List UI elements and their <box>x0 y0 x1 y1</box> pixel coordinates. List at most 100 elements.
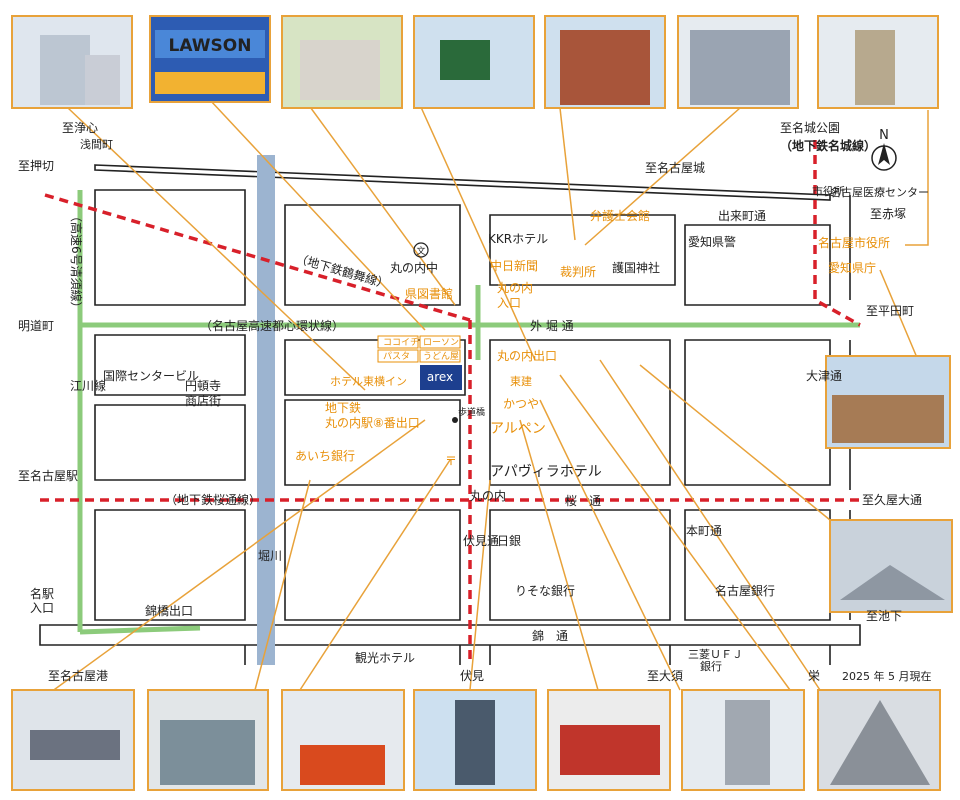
place-endoji: 円頓寺 <box>185 379 221 393</box>
place-arex: arex <box>427 370 453 384</box>
label-honmachi: 本町通 <box>686 524 722 538</box>
photo-chunichi[interactable] <box>829 519 953 613</box>
label-meidocho: 明道町 <box>18 319 54 333</box>
photo-katsuya[interactable] <box>547 689 671 791</box>
photo-fushimi-street[interactable] <box>817 689 941 791</box>
edge-labels: 至浄心 至押切 明道町 至名古屋駅 至名古屋港 至名城公園 至名古屋城 至赤塚 … <box>18 120 931 683</box>
photo-nichigin[interactable] <box>413 689 537 791</box>
photo-hotel-building[interactable] <box>11 15 133 109</box>
place-saibansho: 裁判所 <box>560 265 596 279</box>
photo-meieki-exit[interactable] <box>11 689 135 791</box>
label-sengencho: 浅間町 <box>80 138 113 151</box>
place-pref-office: 愛知県庁 <box>828 261 876 275</box>
photo-post-office[interactable] <box>281 689 405 791</box>
compass-label: N <box>879 128 889 143</box>
road-labels: （地下鉄鶴舞線） （地下鉄桜通線） （地下鉄名城線） （高速6号清須線） （名古… <box>69 138 876 643</box>
label-sotobori: 外 堀 通 <box>530 318 574 333</box>
place-kanko-hotel: 観光ホテル <box>355 651 415 665</box>
place-coco: ココイチ <box>383 337 419 348</box>
place-medical: 名古屋医療センター <box>830 185 929 199</box>
label-nishiki: 錦 通 <box>532 628 568 643</box>
label-sakuradori-line: （地下鉄桜通線） <box>165 492 261 507</box>
side-photos <box>825 355 953 613</box>
place-kinkyobashi: 錦橋出口 <box>145 603 193 618</box>
place-post: 〒 <box>445 454 457 468</box>
photo-arupen[interactable] <box>681 689 805 791</box>
photo-aichi-bank[interactable] <box>147 689 269 791</box>
photo-sign[interactable] <box>413 15 535 109</box>
place-apa: アパヴィラホテル <box>490 463 602 480</box>
place-kkr: KKRホテル <box>488 232 548 246</box>
label-horikawa: 堀川 <box>258 548 282 563</box>
place-gokoku: 護国神社 <box>612 260 660 275</box>
place-katsuya: かつや <box>503 397 539 411</box>
place-aichi-bank: あいち銀行 <box>295 449 355 463</box>
place-exit1: 丸の内 <box>497 281 533 295</box>
label-egawa: 江川線 <box>70 378 106 393</box>
label-ikeshita: 至池下 <box>866 609 902 623</box>
label-meiko: 至名古屋港 <box>48 668 108 683</box>
label-sakae: 栄 <box>808 669 820 683</box>
photo-police[interactable] <box>677 15 799 109</box>
photo-school[interactable] <box>281 15 403 109</box>
place-mufg2: 銀行 <box>700 659 722 673</box>
label-otsu: 大津通 <box>806 369 842 383</box>
place-subway-exit1: 地下鉄 <box>325 400 361 415</box>
place-arupen: アルペン <box>490 421 546 437</box>
arex-building[interactable] <box>420 365 462 390</box>
photo-lawson[interactable]: LAWSON <box>149 15 271 103</box>
place-meieki-exit1: 名駅 <box>30 586 54 601</box>
photo-pref-office[interactable] <box>825 355 951 449</box>
label-kokusai: 国際センタービル <box>103 369 199 383</box>
place-city-hall: 名古屋市役所 <box>818 235 890 250</box>
place-marunouchi-out: 丸の内出口 <box>497 349 557 363</box>
place-labels: 文 丸の内中 KKRホテル 県図書館 中日新聞 丸の内 入口 弁護士会館 裁判所… <box>30 185 929 673</box>
label-sakura: 桜 通 <box>565 494 601 508</box>
label-nagoya-castle: 至名古屋城 <box>645 160 705 175</box>
place-subway-exit2: 丸の内駅⑧番出口 <box>325 416 420 430</box>
place-hotel-toyoko: ホテル東横イン <box>330 374 407 388</box>
label-marunouchi-road: 丸の内 <box>470 489 506 503</box>
label-akatsuka: 至赤塚 <box>870 207 906 221</box>
place-nagoya-bank: 名古屋銀行 <box>715 583 775 598</box>
label-hirata: 至平田町 <box>866 304 914 318</box>
place-nichigin: 日銀 <box>497 534 521 548</box>
photo-thumbnails: LAWSON <box>11 15 939 109</box>
place-meieki-exit2: 入口 <box>30 601 54 615</box>
place-token: 東建 <box>510 374 532 388</box>
place-marunouchi-jhs: 丸の内中 <box>390 260 438 275</box>
place-kentoshokan: 県図書館 <box>405 286 453 301</box>
north-compass: N <box>871 128 897 171</box>
place-bengoshi: 弁護士会館 <box>590 208 650 223</box>
place-resona: りそな銀行 <box>515 584 575 598</box>
place-pasta: パスタ <box>383 351 410 362</box>
place-ahoden: 歩道橋 <box>458 406 485 418</box>
bottom-photos <box>11 689 941 791</box>
label-osu: 至大須 <box>647 669 683 683</box>
place-endoji2: 商店街 <box>185 393 221 408</box>
label-demachi: 出来町通 <box>718 209 766 223</box>
label-loop: （名古屋高速都心環状線） <box>200 318 344 333</box>
photo-court[interactable] <box>544 15 666 109</box>
place-udon: うどん屋 <box>423 351 459 362</box>
label-meijo-line: （地下鉄名城線） <box>780 138 876 153</box>
photo-callout-lines <box>39 99 929 701</box>
label-meijo-park: 至名城公園 <box>780 120 840 135</box>
label-route6: （高速6号清須線） <box>69 210 84 314</box>
label-fushimi: 伏見 <box>460 669 484 683</box>
label-fushimi-dori: 伏見通 <box>463 534 499 548</box>
place-mufg1: 三菱ＵＦＪ <box>688 648 743 661</box>
label-hisaya: 至久屋大通 <box>862 493 922 507</box>
label-shiyakusho: 市役所 <box>812 184 845 198</box>
school-mark: 文 <box>416 245 425 257</box>
subway-lines <box>40 140 861 660</box>
photo-city-hall[interactable] <box>817 15 939 109</box>
place-lawson: ローソン <box>423 338 459 348</box>
place-chunichi: 中日新聞 <box>490 258 538 273</box>
date-note: 2025 年 5 月現在 <box>842 669 931 683</box>
label-oshikiri: 至押切 <box>18 159 54 173</box>
lawson-sign-text: LAWSON <box>169 36 252 56</box>
horikawa-river <box>257 155 275 665</box>
label-jyoshin: 至浄心 <box>62 121 98 135</box>
